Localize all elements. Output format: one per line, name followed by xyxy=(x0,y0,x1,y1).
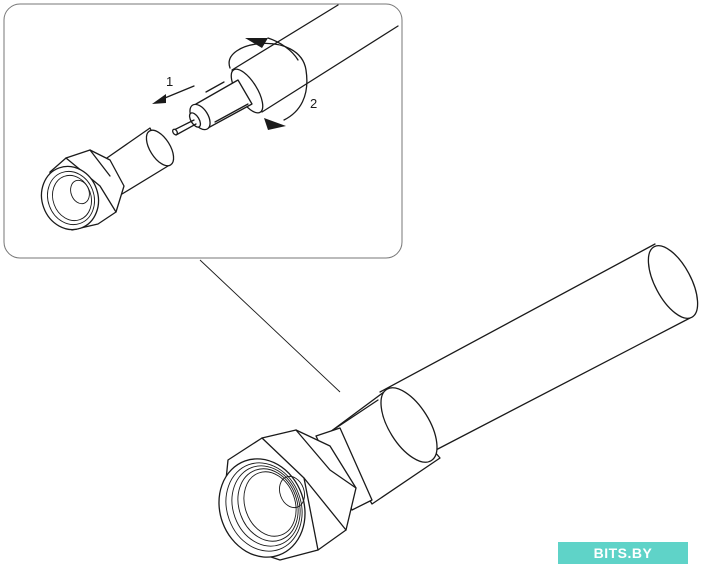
inset-dielectric xyxy=(188,79,253,131)
callout-leader-line xyxy=(199,259,341,393)
inset-center-pin xyxy=(173,119,197,136)
step-2-label: 2 xyxy=(310,96,317,111)
main-assembly xyxy=(218,243,699,561)
step-1-label: 1 xyxy=(166,74,173,89)
pull-arrow-1 xyxy=(152,85,195,104)
watermark-badge: BITS.BY xyxy=(558,542,688,564)
rotation-arrow-2 xyxy=(228,37,308,130)
rotation-arrow-head-bottom xyxy=(264,118,286,130)
rotation-arrow-head-top xyxy=(245,38,268,48)
inset-drawing: 2 1 xyxy=(40,4,399,231)
main-cable xyxy=(379,243,699,453)
inset-f-connector xyxy=(40,127,175,231)
main-thread-face xyxy=(218,458,306,558)
